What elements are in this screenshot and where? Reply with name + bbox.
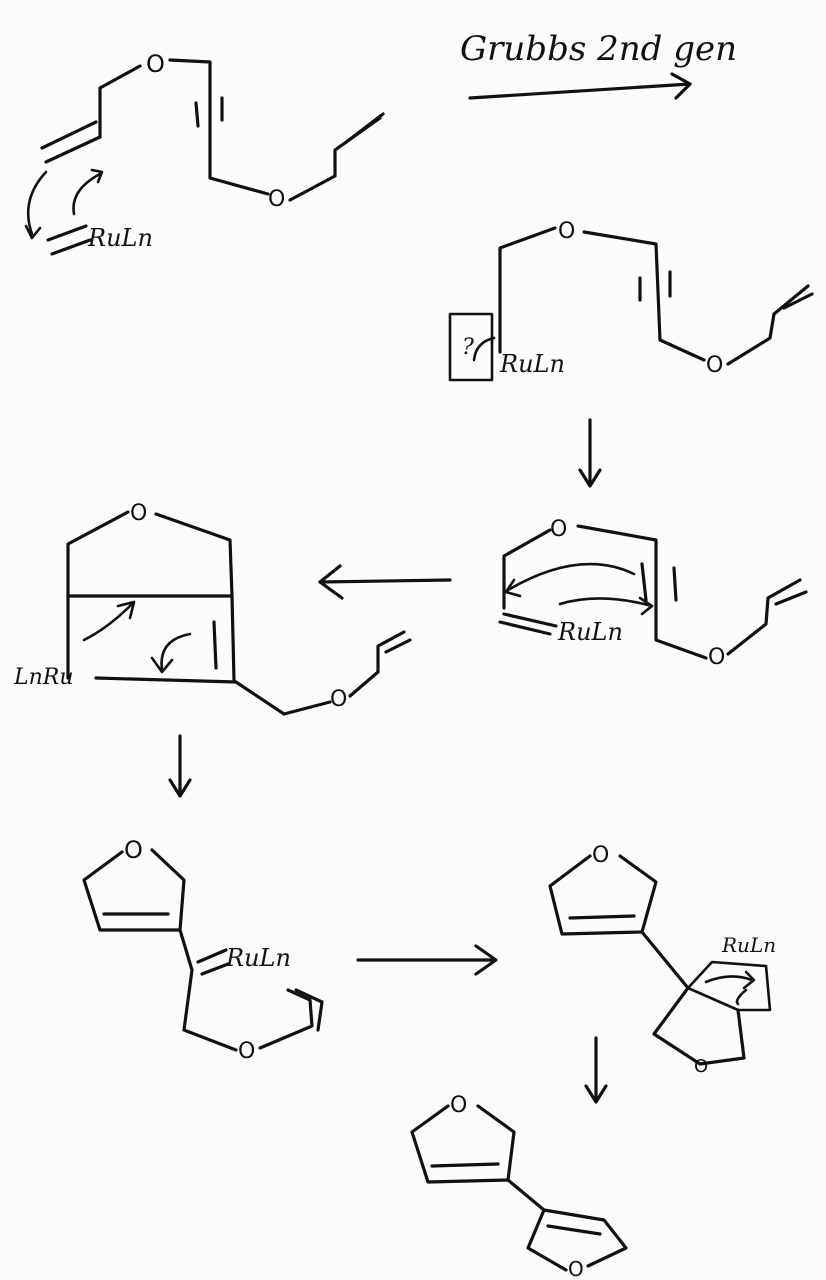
catalyst-label: RuLn (499, 350, 565, 378)
arrow-down-1 (578, 418, 602, 488)
oxygen-label: O (592, 843, 609, 868)
oxygen-label: O (694, 1056, 708, 1077)
oxygen-label: O (568, 1257, 584, 1280)
oxygen-label: O (450, 1093, 467, 1118)
ruthenacyclobutane-intermediate: O O RuLn (548, 843, 776, 1077)
oxygen-label: O (130, 501, 147, 526)
ru-carbene-intermediate: O O ? RuLn (448, 219, 814, 382)
question-mark: ? (462, 335, 474, 360)
highlight-box (448, 312, 494, 382)
arrow-down-2 (168, 734, 192, 798)
arrow-down-3 (584, 1036, 608, 1104)
dihydrofuran-carbene-intermediate: O RuLn O (82, 836, 324, 1064)
oxygen-label: O (708, 645, 725, 670)
oxygen-label: O (558, 219, 575, 244)
catalyst-label: RuLn (557, 618, 623, 646)
oxygen-label: O (706, 353, 723, 378)
reagent-arrow: Grubbs 2nd gen (460, 29, 737, 100)
oxygen-label: O (146, 50, 165, 78)
reagent-label: Grubbs 2nd gen (460, 29, 737, 69)
oxygen-label: O (124, 836, 143, 864)
catalyst-label: RuLn (721, 933, 776, 957)
oxygen-label: O (268, 187, 285, 212)
product-bidihydrofuran: O O (410, 1093, 628, 1280)
oxygen-label: O (238, 1039, 255, 1064)
starting-material: O O RuLn (24, 50, 385, 256)
catalyst-label: RuLn (225, 944, 291, 972)
enyne-coordination-intermediate: O RuLn O (498, 517, 808, 670)
arrow-right-1 (356, 944, 498, 976)
catalyst-label: LnRu (13, 665, 74, 690)
ruthenacyclobutene-intermediate: O LnRu O (13, 501, 412, 716)
oxygen-label: O (330, 687, 347, 712)
arrow-left-1 (318, 564, 452, 600)
oxygen-label: O (550, 517, 567, 542)
catalyst-label: RuLn (87, 224, 153, 252)
